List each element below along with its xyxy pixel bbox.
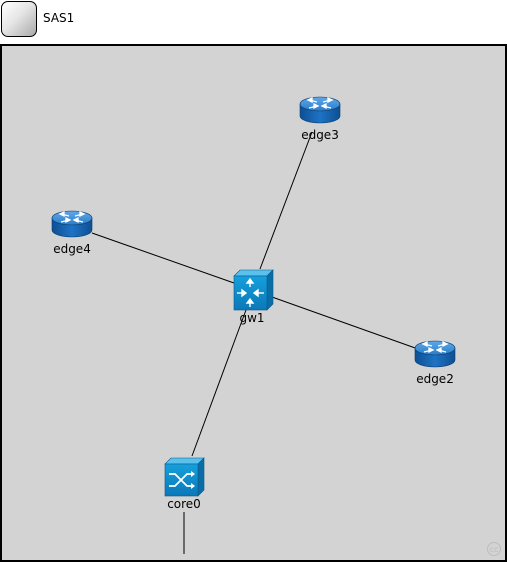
node-label: core0: [167, 497, 201, 511]
node-core0[interactable]: core0: [164, 457, 205, 511]
cross-switch-icon: [164, 457, 205, 497]
as-label: SAS1: [43, 11, 75, 25]
node-edge2[interactable]: edge2: [414, 340, 456, 386]
node-edge4[interactable]: edge4: [51, 210, 93, 256]
link-gw1-edge4[interactable]: [91, 232, 235, 284]
as-square-icon[interactable]: [1, 1, 37, 37]
l3-switch-icon: [233, 269, 274, 311]
svg-text:cc: cc: [490, 545, 499, 554]
node-label: edge2: [416, 372, 454, 386]
as-header: SAS1: [0, 0, 507, 44]
link-gw1-core0[interactable]: [191, 309, 247, 457]
router-icon: [51, 210, 93, 238]
node-label: gw1: [239, 311, 264, 325]
node-label: edge3: [301, 128, 339, 142]
router-icon: [299, 96, 341, 124]
node-gw1[interactable]: gw1: [233, 269, 274, 325]
link-gw1-edge3[interactable]: [259, 131, 313, 270]
node-label: edge4: [53, 242, 91, 256]
cc-icon: cc: [487, 542, 501, 556]
link-gw1-edge2[interactable]: [271, 296, 419, 350]
links: [91, 131, 419, 554]
topology-canvas[interactable]: [0, 44, 507, 562]
node-edge3[interactable]: edge3: [299, 96, 341, 142]
router-icon: [414, 340, 456, 368]
